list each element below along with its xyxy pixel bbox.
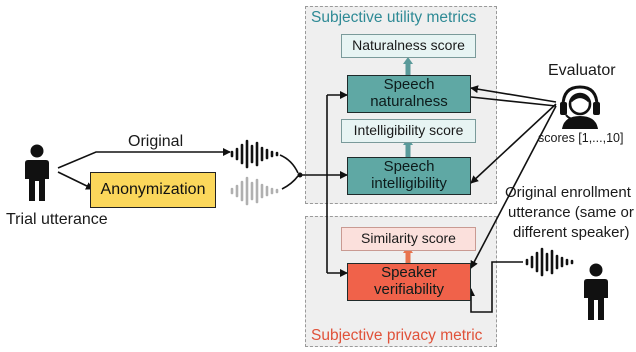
- speech-naturalness-box: Speech naturalness: [347, 75, 471, 113]
- enrollment-person-icon: [584, 263, 608, 320]
- intelligibility-score-box: Intelligibility score: [341, 119, 476, 143]
- enrollment-line1: Original enrollment: [505, 184, 631, 201]
- person-icon: [25, 144, 49, 201]
- scores-label: scores [1,...,10]: [538, 131, 624, 145]
- original-waveform-icon: [230, 139, 279, 169]
- speaker-verifiability-box: Speaker verifiability: [347, 263, 471, 301]
- enrollment-waveform-icon: [525, 247, 574, 277]
- anonymization-box: Anonymization: [90, 172, 216, 208]
- speech-naturalness-line2: naturalness: [370, 93, 448, 110]
- privacy-panel-title: Subjective privacy metric: [311, 327, 483, 344]
- original-label: Original: [128, 133, 184, 150]
- naturalness-score-box: Naturalness score: [341, 34, 476, 58]
- speech-intelligibility-line1: Speech: [383, 158, 435, 176]
- anonymized-waveform-icon: [230, 176, 279, 206]
- speech-intelligibility-line2: intelligibility: [371, 175, 447, 192]
- enrollment-line3: different speaker): [513, 224, 630, 241]
- headset-person-icon: [560, 85, 600, 129]
- enrollment-line2: utterance (same or: [508, 204, 634, 221]
- speech-naturalness-line1: Speech: [383, 76, 435, 94]
- speaker-verifiability-line1: Speaker: [381, 264, 437, 282]
- similarity-score-box: Similarity score: [341, 227, 476, 251]
- speaker-verifiability-line2: verifiability: [373, 281, 445, 298]
- trial-utterance-label: Trial utterance: [6, 211, 108, 228]
- utility-panel-title: Subjective utility metrics: [311, 9, 477, 26]
- speech-intelligibility-box: Speech intelligibility: [347, 157, 471, 195]
- evaluator-label: Evaluator: [548, 62, 616, 79]
